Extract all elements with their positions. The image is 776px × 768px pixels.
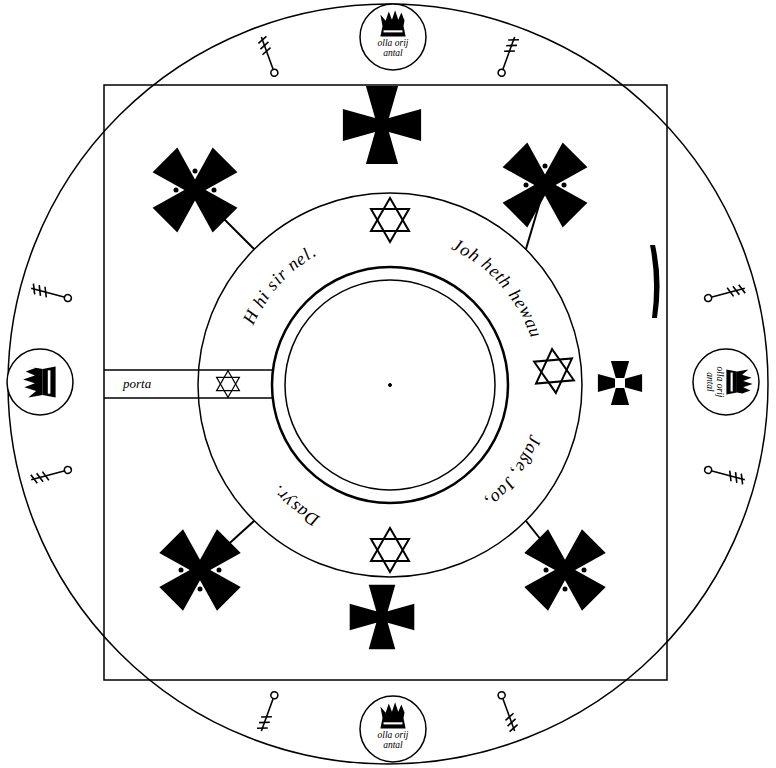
- dot: [198, 587, 203, 592]
- roundel-inscription: olla orij antal: [369, 731, 417, 751]
- hexagram: [371, 198, 409, 242]
- cross-pattee: [343, 86, 421, 164]
- dot: [212, 188, 217, 193]
- outer-circle: [8, 4, 768, 764]
- roundel-node: olla orij antal: [692, 348, 760, 416]
- sigil: [30, 283, 73, 303]
- sigils: [30, 35, 746, 732]
- dot: [179, 568, 184, 573]
- square: [104, 85, 667, 680]
- ring-inner: [272, 267, 508, 503]
- dot: [544, 568, 549, 573]
- cross-center: [615, 378, 625, 388]
- center-dot: [389, 384, 392, 387]
- staffs: [195, 185, 565, 570]
- left-roundel: [7, 349, 73, 415]
- dot: [562, 183, 567, 188]
- roundel-node: olla orij antal: [359, 3, 427, 71]
- cross-pattee: [598, 361, 642, 405]
- sigil: [703, 464, 746, 484]
- dot: [174, 188, 179, 193]
- roundel-text-box: olla orij antal: [704, 358, 724, 406]
- roundel-text-box: olla orij antal: [369, 731, 417, 751]
- crown-figure: [380, 10, 405, 36]
- hexagram: [217, 371, 240, 397]
- dot: [193, 169, 198, 174]
- ring-outer: [198, 193, 582, 577]
- sigil: [496, 690, 520, 732]
- roundel-node: olla orij antal: [359, 695, 427, 763]
- cross-pattee: [350, 585, 415, 650]
- cross-pattee: [142, 512, 257, 627]
- gate-label: porta: [123, 377, 151, 390]
- ring: [198, 193, 582, 577]
- roundel-circle: [693, 349, 759, 415]
- sigil: [703, 283, 746, 303]
- hexagram: [371, 528, 409, 572]
- crown-figure: [380, 702, 405, 728]
- roundel: [7, 349, 73, 415]
- roundel-outline: [359, 695, 427, 763]
- dot: [217, 568, 222, 573]
- cross-pattee: [485, 125, 605, 245]
- hexagram: [533, 347, 575, 394]
- crown-figure: [726, 369, 752, 394]
- dot: [582, 568, 587, 573]
- roundel-outline: [692, 348, 760, 416]
- sigil: [257, 35, 281, 77]
- sigil: [496, 35, 520, 77]
- corridor-line: [104, 397, 274, 399]
- roundel-circle: [360, 4, 426, 70]
- sigil: [257, 690, 281, 732]
- roundel-outline: [359, 3, 427, 71]
- cross-pattee: [507, 512, 622, 627]
- corridor-line: [104, 369, 274, 371]
- inscription-letter: H: [240, 308, 262, 328]
- dot: [524, 183, 529, 188]
- sigil: [30, 464, 73, 484]
- crown-figure: [23, 366, 56, 397]
- porta-corridor: [104, 370, 274, 398]
- dot: [563, 587, 568, 592]
- crosses: [135, 86, 642, 649]
- inner-circle: [285, 280, 495, 490]
- ink-mark: [650, 245, 660, 318]
- cross-pattee: [135, 130, 255, 250]
- roundel-inscription: olla orij antal: [704, 358, 724, 406]
- roundel-inscription: olla orij antal: [369, 39, 417, 59]
- dot: [543, 164, 548, 169]
- roundel-circle: [360, 696, 426, 762]
- roundel-text-box: olla orij antal: [369, 39, 417, 59]
